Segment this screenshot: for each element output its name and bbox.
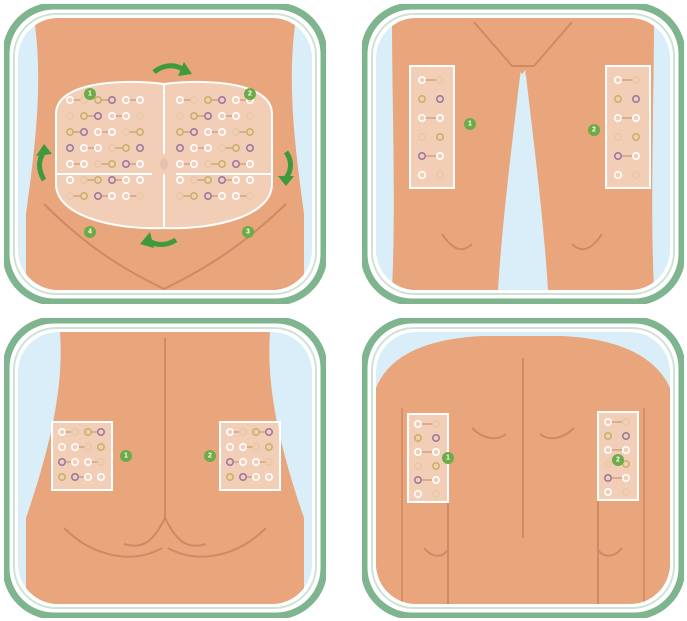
injection-zone-2 [606, 66, 650, 188]
abdomen-illustration: 1 2 3 4 [4, 4, 326, 304]
buttocks-illustration: 1 2 [4, 318, 326, 618]
zone-badge-1-label: 1 [124, 453, 128, 460]
zone-badge-2-label: 2 [248, 91, 252, 98]
upper-arms-panel: 1 2 [362, 318, 684, 618]
zone-badge-1-label: 1 [88, 91, 92, 98]
buttocks-panel: 1 2 [4, 318, 326, 618]
zone-badge-3-label: 3 [246, 229, 250, 236]
abdomen-panel: 1 2 3 4 [4, 4, 326, 304]
thighs-panel: 1 2 [362, 4, 684, 304]
zone-badge-4-label: 4 [88, 229, 92, 236]
zone-badge-2-label: 2 [592, 127, 596, 134]
upper-arms-illustration: 1 2 [362, 318, 684, 618]
zone-badge-1-label: 1 [446, 455, 450, 462]
zone-badge-2-label: 2 [616, 457, 620, 464]
zone-badge-2-label: 2 [208, 453, 212, 460]
thighs-illustration: 1 2 [362, 4, 684, 304]
injection-zone-1 [410, 66, 454, 188]
zone-badge-1-label: 1 [468, 121, 472, 128]
